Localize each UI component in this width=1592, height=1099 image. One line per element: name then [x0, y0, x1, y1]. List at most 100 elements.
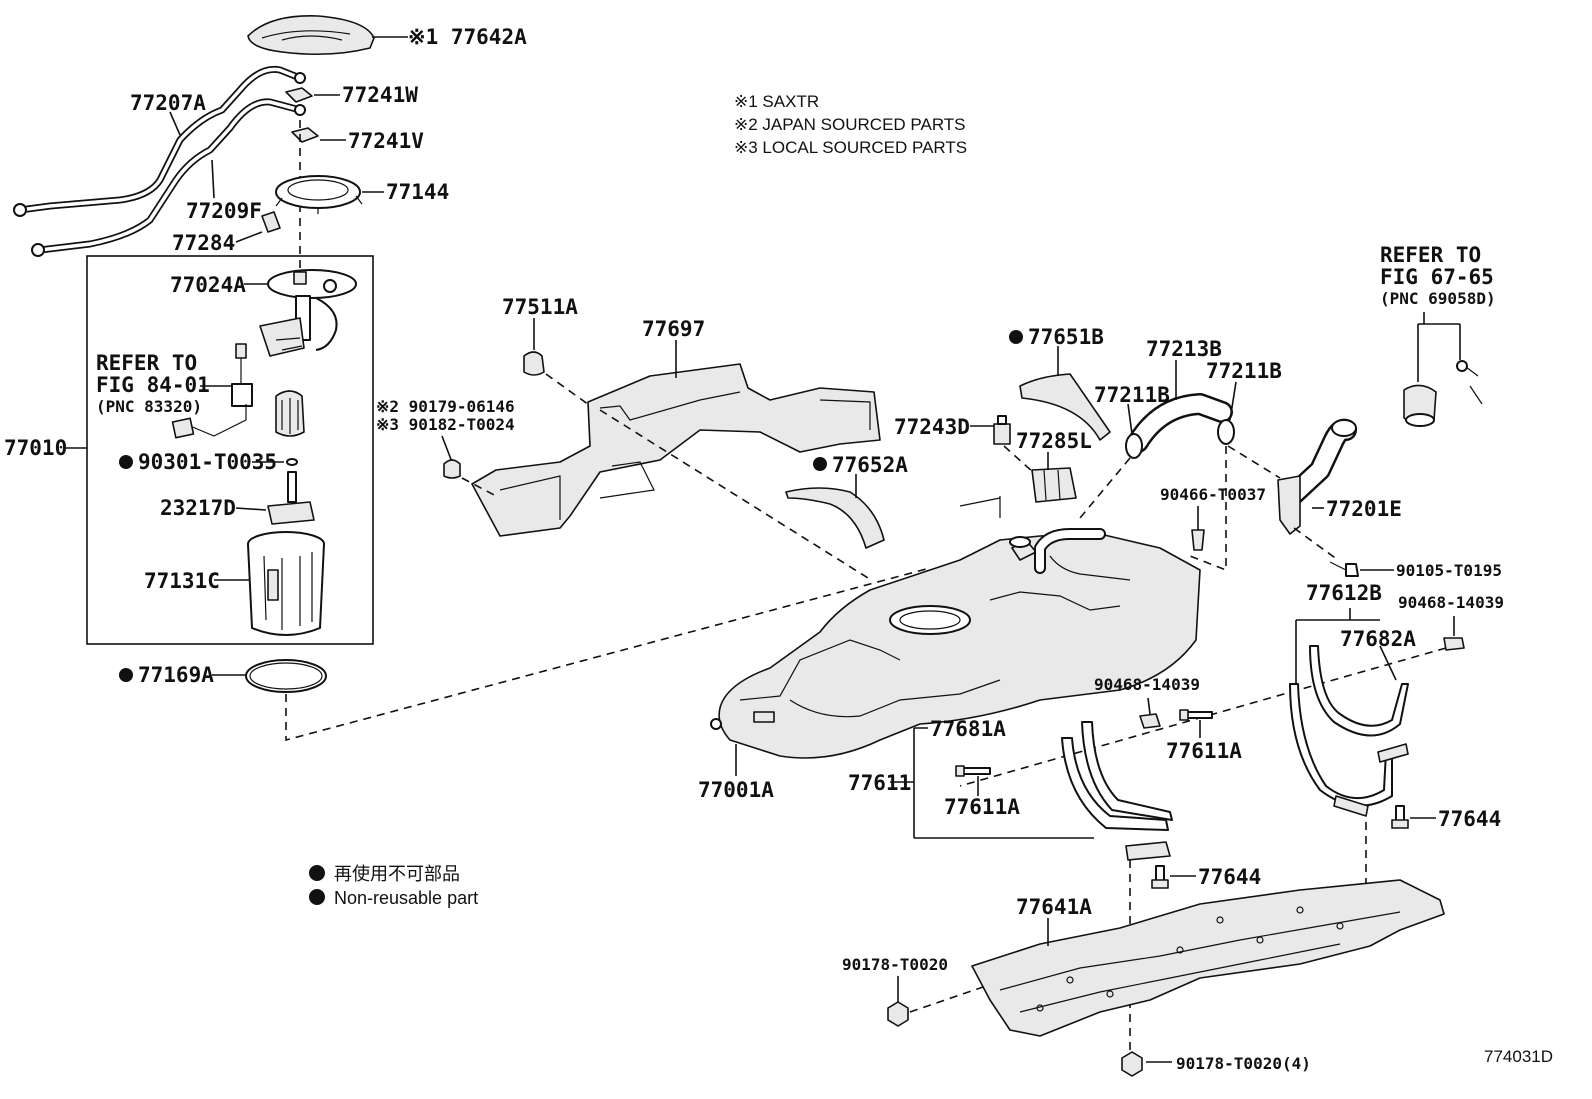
label-77131C[interactable]: 77131C	[144, 569, 220, 593]
non-reusable-marker	[119, 668, 133, 682]
label-77644-b[interactable]: 77644	[1198, 865, 1261, 889]
legend-jp: 再使用不可部品	[334, 864, 460, 884]
label-77201E[interactable]: 77201E	[1326, 497, 1402, 521]
label-90105[interactable]: 90105-T0195	[1396, 561, 1502, 580]
non-reusable-marker	[1009, 330, 1023, 344]
fuel-filter[interactable]	[275, 390, 305, 437]
fuel-pump-cover-77642A[interactable]	[247, 15, 375, 56]
label-77285L[interactable]: 77285L	[1016, 429, 1092, 453]
bolt-77611A-right[interactable]	[1179, 709, 1213, 721]
label-77241W[interactable]: 77241W	[342, 83, 418, 107]
label-77641A[interactable]: 77641A	[1016, 895, 1092, 919]
nut-90468-14039-b[interactable]	[1139, 713, 1161, 729]
label-77611[interactable]: 77611	[848, 771, 911, 795]
legend-marker-en	[309, 889, 325, 905]
clamp-77284[interactable]	[261, 211, 281, 233]
label-77612B[interactable]: 77612B	[1306, 581, 1382, 605]
refer-pump-line1: REFER TO	[96, 351, 197, 375]
note-1: ※1 SAXTR	[734, 92, 819, 111]
label-77209F[interactable]: 77209F	[186, 199, 262, 223]
fuel-tank-protector-77697[interactable]	[471, 363, 881, 537]
clip-90466-T0037[interactable]	[1191, 529, 1205, 551]
filler-pipe-77201E[interactable]	[1277, 418, 1357, 535]
legend-en: Non-reusable part	[334, 888, 478, 908]
label-77652A[interactable]: 77652A	[832, 453, 908, 477]
label-90468-a[interactable]: 90468-14039	[1398, 593, 1504, 612]
label-90178-b[interactable]: 90178-T0020(4)	[1176, 1054, 1311, 1073]
fuel-tank-band-77681A[interactable]	[1061, 721, 1173, 861]
fuel-tank-under-cover-77641A[interactable]	[971, 879, 1445, 1037]
fuel-tube-77207A[interactable]	[13, 65, 306, 217]
label-77169A[interactable]: 77169A	[138, 663, 214, 687]
refer-pump-line3: (PNC 83320)	[96, 397, 202, 416]
label-90179[interactable]: ※2 90179-06146	[376, 397, 515, 416]
label-77211B-a[interactable]: 77211B	[1094, 383, 1170, 407]
label-77144[interactable]: 77144	[386, 180, 449, 204]
label-77010[interactable]: 77010	[4, 436, 67, 460]
label-90466[interactable]: 90466-T0037	[1160, 485, 1266, 504]
fuel-tank-band-77682A[interactable]	[1289, 645, 1409, 817]
bolt-77644-right[interactable]	[1391, 805, 1409, 829]
label-77611A-b[interactable]: 77611A	[944, 795, 1020, 819]
hose-clamp-77211B-a[interactable]	[1125, 433, 1143, 459]
label-77024A[interactable]: 77024A	[170, 273, 246, 297]
nut-90178-T0020-a[interactable]	[887, 1001, 909, 1027]
label-90301[interactable]: 90301-T0035	[138, 450, 277, 474]
non-reusable-marker	[119, 455, 133, 469]
pressure-regulator-23217D[interactable]	[267, 471, 315, 525]
label-77241V[interactable]: 77241V	[348, 129, 424, 153]
label-77642A[interactable]: ※1 77642A	[408, 25, 527, 49]
bolt-77611A-left[interactable]	[955, 765, 991, 777]
fuel-pump-module-77024A[interactable]	[259, 269, 357, 357]
bolt-77644-left[interactable]	[1151, 865, 1169, 889]
label-77207A[interactable]: 77207A	[130, 91, 206, 115]
clip-77241W[interactable]	[285, 87, 313, 103]
nut-90468-14039-a[interactable]	[1443, 637, 1465, 651]
o-ring-90301-T0035[interactable]	[286, 458, 298, 466]
valve-77243D[interactable]	[993, 415, 1011, 445]
vent-tube-77285L[interactable]	[1031, 467, 1077, 503]
label-77651B[interactable]: 77651B	[1028, 325, 1104, 349]
clip-77511A[interactable]	[523, 351, 545, 376]
filler-hose-77213B[interactable]	[1127, 393, 1233, 453]
fuel-cap-assembly[interactable]	[1403, 360, 1483, 427]
label-77243D[interactable]: 77243D	[894, 415, 970, 439]
insulator-77652A[interactable]	[785, 487, 885, 549]
note-2: ※2 JAPAN SOURCED PARTS	[734, 115, 966, 134]
non-reusable-marker	[813, 457, 827, 471]
gasket-77169A[interactable]	[245, 659, 327, 693]
label-77001A[interactable]: 77001A	[698, 778, 774, 802]
label-90468-b[interactable]: 90468-14039	[1094, 675, 1200, 694]
label-77211B-b[interactable]: 77211B	[1206, 359, 1282, 383]
pump-assembly-bracket-77010	[66, 255, 374, 645]
figure-id: 774031D	[1484, 1047, 1553, 1066]
fuel-sender-gauge[interactable]	[171, 343, 253, 439]
label-77213B[interactable]: 77213B	[1146, 337, 1222, 361]
note-3: ※3 LOCAL SOURCED PARTS	[734, 138, 967, 157]
label-77284[interactable]: 77284	[172, 231, 235, 255]
refer-cap-line1: REFER TO	[1380, 243, 1481, 267]
fuel-suction-cup-77131C[interactable]	[247, 531, 325, 636]
label-77681A[interactable]: 77681A	[930, 717, 1006, 741]
refer-cap-line2[interactable]: FIG 67-65	[1380, 265, 1494, 289]
refer-pump-line2[interactable]: FIG 84-01	[96, 373, 210, 397]
label-90178-a[interactable]: 90178-T0020	[842, 955, 948, 974]
label-23217D[interactable]: 23217D	[160, 496, 236, 520]
label-77611A-a[interactable]: 77611A	[1166, 739, 1242, 763]
label-77697[interactable]: 77697	[642, 317, 705, 341]
fuel-tube-77209F[interactable]	[31, 98, 306, 257]
label-90182[interactable]: ※3 90182-T0024	[376, 415, 515, 434]
bolt-90105-T0195[interactable]	[1329, 561, 1359, 577]
label-77511A[interactable]: 77511A	[502, 295, 578, 319]
retainer-ring-77144[interactable]	[275, 175, 363, 214]
fuel-tank-77001A[interactable]	[710, 496, 1201, 759]
nut-90178-T0020-b[interactable]	[1121, 1051, 1143, 1077]
clip-77241V[interactable]	[291, 127, 319, 143]
grommet-90179[interactable]	[443, 459, 461, 479]
hose-clamp-77211B-b[interactable]	[1217, 419, 1235, 445]
label-77682A[interactable]: 77682A	[1340, 627, 1416, 651]
label-77644-a[interactable]: 77644	[1438, 807, 1501, 831]
legend-marker-jp	[309, 865, 325, 881]
insulator-77651B[interactable]	[1019, 373, 1111, 441]
